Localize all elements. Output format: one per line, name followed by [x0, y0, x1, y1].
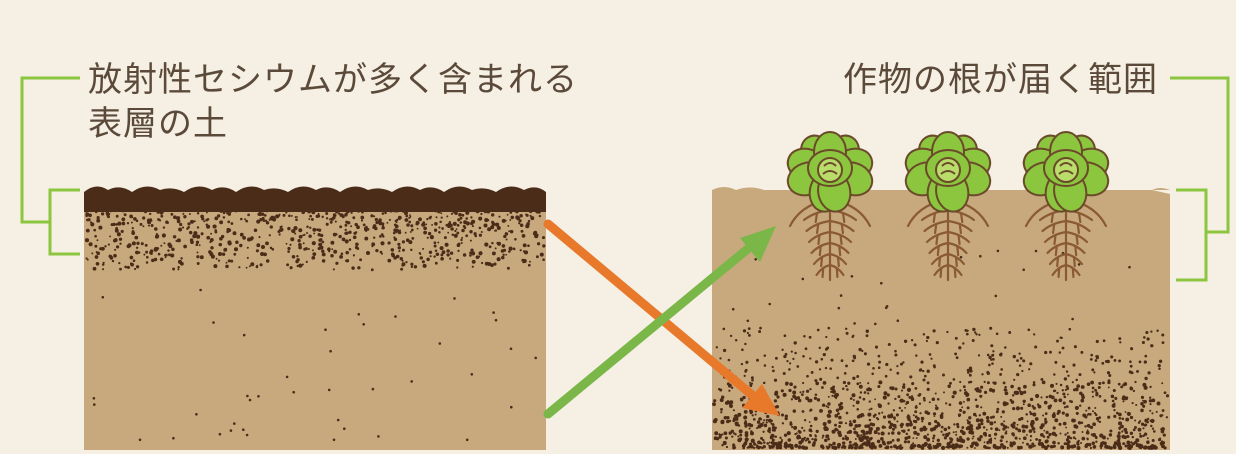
label-root-range: 作物の根が届く範囲 — [843, 58, 1158, 102]
label-surface-soil-line2: 表層の土 — [88, 104, 228, 144]
bracket-right-icon — [1170, 76, 1230, 282]
label-surface-soil: 放射性セシウムが多く含まれる 表層の土 — [88, 58, 578, 146]
label-surface-soil-line1: 放射性セシウムが多く含まれる — [88, 60, 578, 100]
plants-group — [786, 131, 1110, 282]
green-arrow-icon — [543, 226, 776, 419]
label-root-range-line1: 作物の根が届く範囲 — [843, 60, 1158, 100]
orange-arrow-icon — [543, 219, 780, 416]
plant-icon — [786, 131, 874, 282]
plant-icon — [904, 131, 992, 282]
soil-block-left-icon — [84, 186, 546, 450]
root-icon — [906, 194, 990, 282]
plant-icon — [1022, 131, 1110, 282]
bracket-left-icon — [20, 76, 80, 256]
soil-block-right-icon — [712, 187, 1170, 451]
